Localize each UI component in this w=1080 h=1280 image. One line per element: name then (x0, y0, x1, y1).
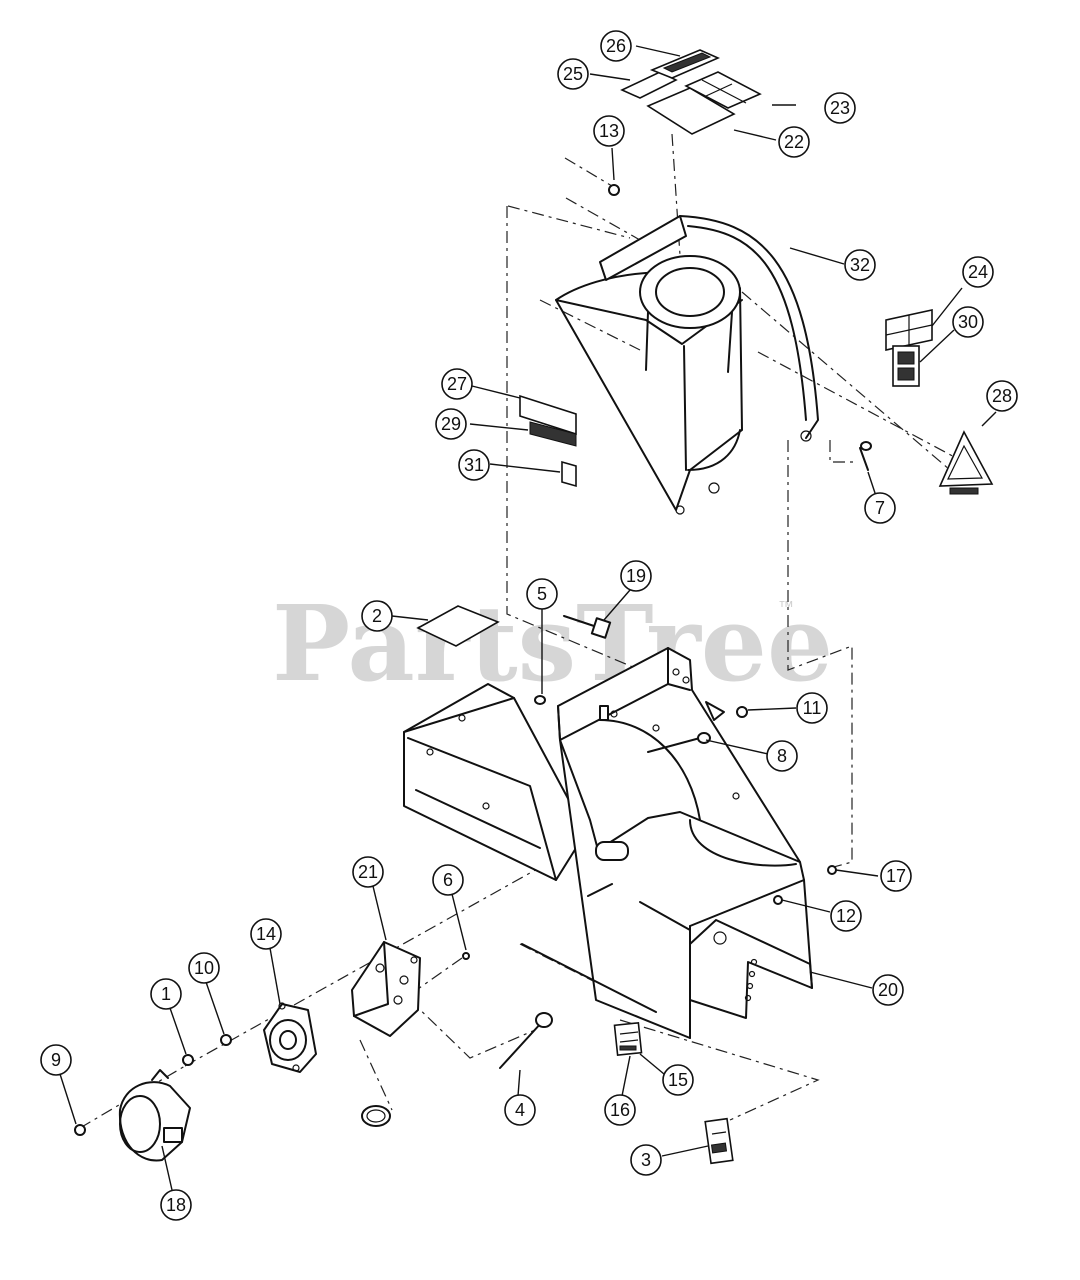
bolt-19 (563, 615, 612, 639)
nut-12 (773, 895, 783, 905)
callout-17[interactable]: 17 (880, 860, 912, 892)
svg-text:12: 12 (836, 906, 856, 926)
callout-8[interactable]: 8 (766, 740, 798, 772)
callout-23[interactable]: 23 (824, 92, 856, 124)
svg-text:29: 29 (441, 414, 461, 434)
callout-14[interactable]: 14 (250, 918, 282, 950)
right-decals (885, 309, 994, 495)
bolt-7 (859, 441, 872, 471)
hose-clamp (361, 1105, 391, 1127)
svg-text:18: 18 (166, 1195, 186, 1215)
callout-16[interactable]: 16 (604, 1094, 636, 1126)
svg-text:17: 17 (886, 866, 906, 886)
svg-text:5: 5 (537, 584, 547, 604)
callouts: 26 25 23 22 13 32 24 30 28 27 29 31 7 19… (40, 30, 1018, 1221)
callout-20[interactable]: 20 (872, 974, 904, 1006)
svg-text:20: 20 (878, 980, 898, 1000)
svg-text:28: 28 (992, 386, 1012, 406)
pin (587, 883, 613, 897)
bolt-6 (462, 952, 470, 960)
svg-text:30: 30 (958, 312, 978, 332)
callout-26[interactable]: 26 (600, 30, 632, 62)
svg-text:25: 25 (563, 64, 583, 84)
svg-text:27: 27 (447, 374, 467, 394)
svg-text:3: 3 (641, 1150, 651, 1170)
callout-15[interactable]: 15 (662, 1064, 694, 1096)
bolt-17 (827, 865, 837, 875)
callout-29[interactable]: 29 (435, 408, 467, 440)
callout-5[interactable]: 5 (526, 578, 558, 610)
callout-12[interactable]: 12 (830, 900, 862, 932)
bolt-5 (534, 695, 546, 705)
svg-text:14: 14 (256, 924, 276, 944)
left-decals (519, 394, 577, 488)
svg-text:24: 24 (968, 262, 988, 282)
svg-text:21: 21 (358, 862, 378, 882)
svg-text:23: 23 (830, 98, 850, 118)
callout-30[interactable]: 30 (952, 306, 984, 338)
svg-text:32: 32 (850, 255, 870, 275)
main-housing (557, 647, 813, 1039)
callout-9[interactable]: 9 (40, 1044, 72, 1076)
bearing-plate-21 (351, 941, 421, 1037)
callout-24[interactable]: 24 (962, 256, 994, 288)
decal-2 (416, 605, 500, 647)
nut-11 (736, 706, 748, 718)
svg-text:13: 13 (599, 121, 619, 141)
svg-text:22: 22 (784, 132, 804, 152)
callout-19[interactable]: 19 (620, 560, 652, 592)
svg-text:19: 19 (626, 566, 646, 586)
rod (521, 943, 657, 1013)
callout-25[interactable]: 25 (557, 58, 589, 90)
bolt-8 (647, 732, 711, 753)
svg-text:2: 2 (372, 606, 382, 626)
nut-1 (182, 1054, 194, 1066)
callout-4[interactable]: 4 (504, 1094, 536, 1126)
callout-27[interactable]: 27 (441, 368, 473, 400)
svg-text:6: 6 (443, 870, 453, 890)
nut-13 (608, 184, 620, 196)
top-decals (620, 49, 762, 135)
svg-text:10: 10 (194, 958, 214, 978)
svg-text:8: 8 (777, 746, 787, 766)
svg-text:31: 31 (464, 455, 484, 475)
callout-13[interactable]: 13 (593, 115, 625, 147)
svg-text:16: 16 (610, 1100, 630, 1120)
nut-9 (74, 1124, 86, 1136)
washer-10 (220, 1034, 232, 1046)
callout-1[interactable]: 1 (150, 978, 182, 1010)
callout-6[interactable]: 6 (432, 864, 464, 896)
watermark-trademark: ™ (778, 599, 794, 616)
callout-2[interactable]: 2 (361, 600, 393, 632)
callout-18[interactable]: 18 (160, 1189, 192, 1221)
callout-31[interactable]: 31 (458, 449, 490, 481)
svg-text:11: 11 (803, 698, 822, 718)
callout-3[interactable]: 3 (630, 1144, 662, 1176)
bottom-decals (613, 1021, 734, 1165)
callout-22[interactable]: 22 (778, 126, 810, 158)
svg-text:4: 4 (515, 1100, 525, 1120)
leader-lines (59, 45, 997, 1191)
upper-chute (555, 215, 819, 515)
svg-text:9: 9 (51, 1050, 61, 1070)
callout-11[interactable]: 11 (796, 692, 828, 724)
bearing-14 (263, 1002, 317, 1073)
motor-18 (118, 1069, 191, 1162)
callout-32[interactable]: 32 (844, 249, 876, 281)
bolt-4 (499, 1012, 553, 1069)
callout-21[interactable]: 21 (352, 856, 384, 888)
svg-text:26: 26 (606, 36, 626, 56)
callout-28[interactable]: 28 (986, 380, 1018, 412)
callout-7[interactable]: 7 (864, 492, 896, 524)
svg-text:15: 15 (668, 1070, 688, 1090)
svg-text:7: 7 (875, 498, 885, 518)
svg-text:1: 1 (161, 984, 171, 1004)
callout-10[interactable]: 10 (188, 952, 220, 984)
